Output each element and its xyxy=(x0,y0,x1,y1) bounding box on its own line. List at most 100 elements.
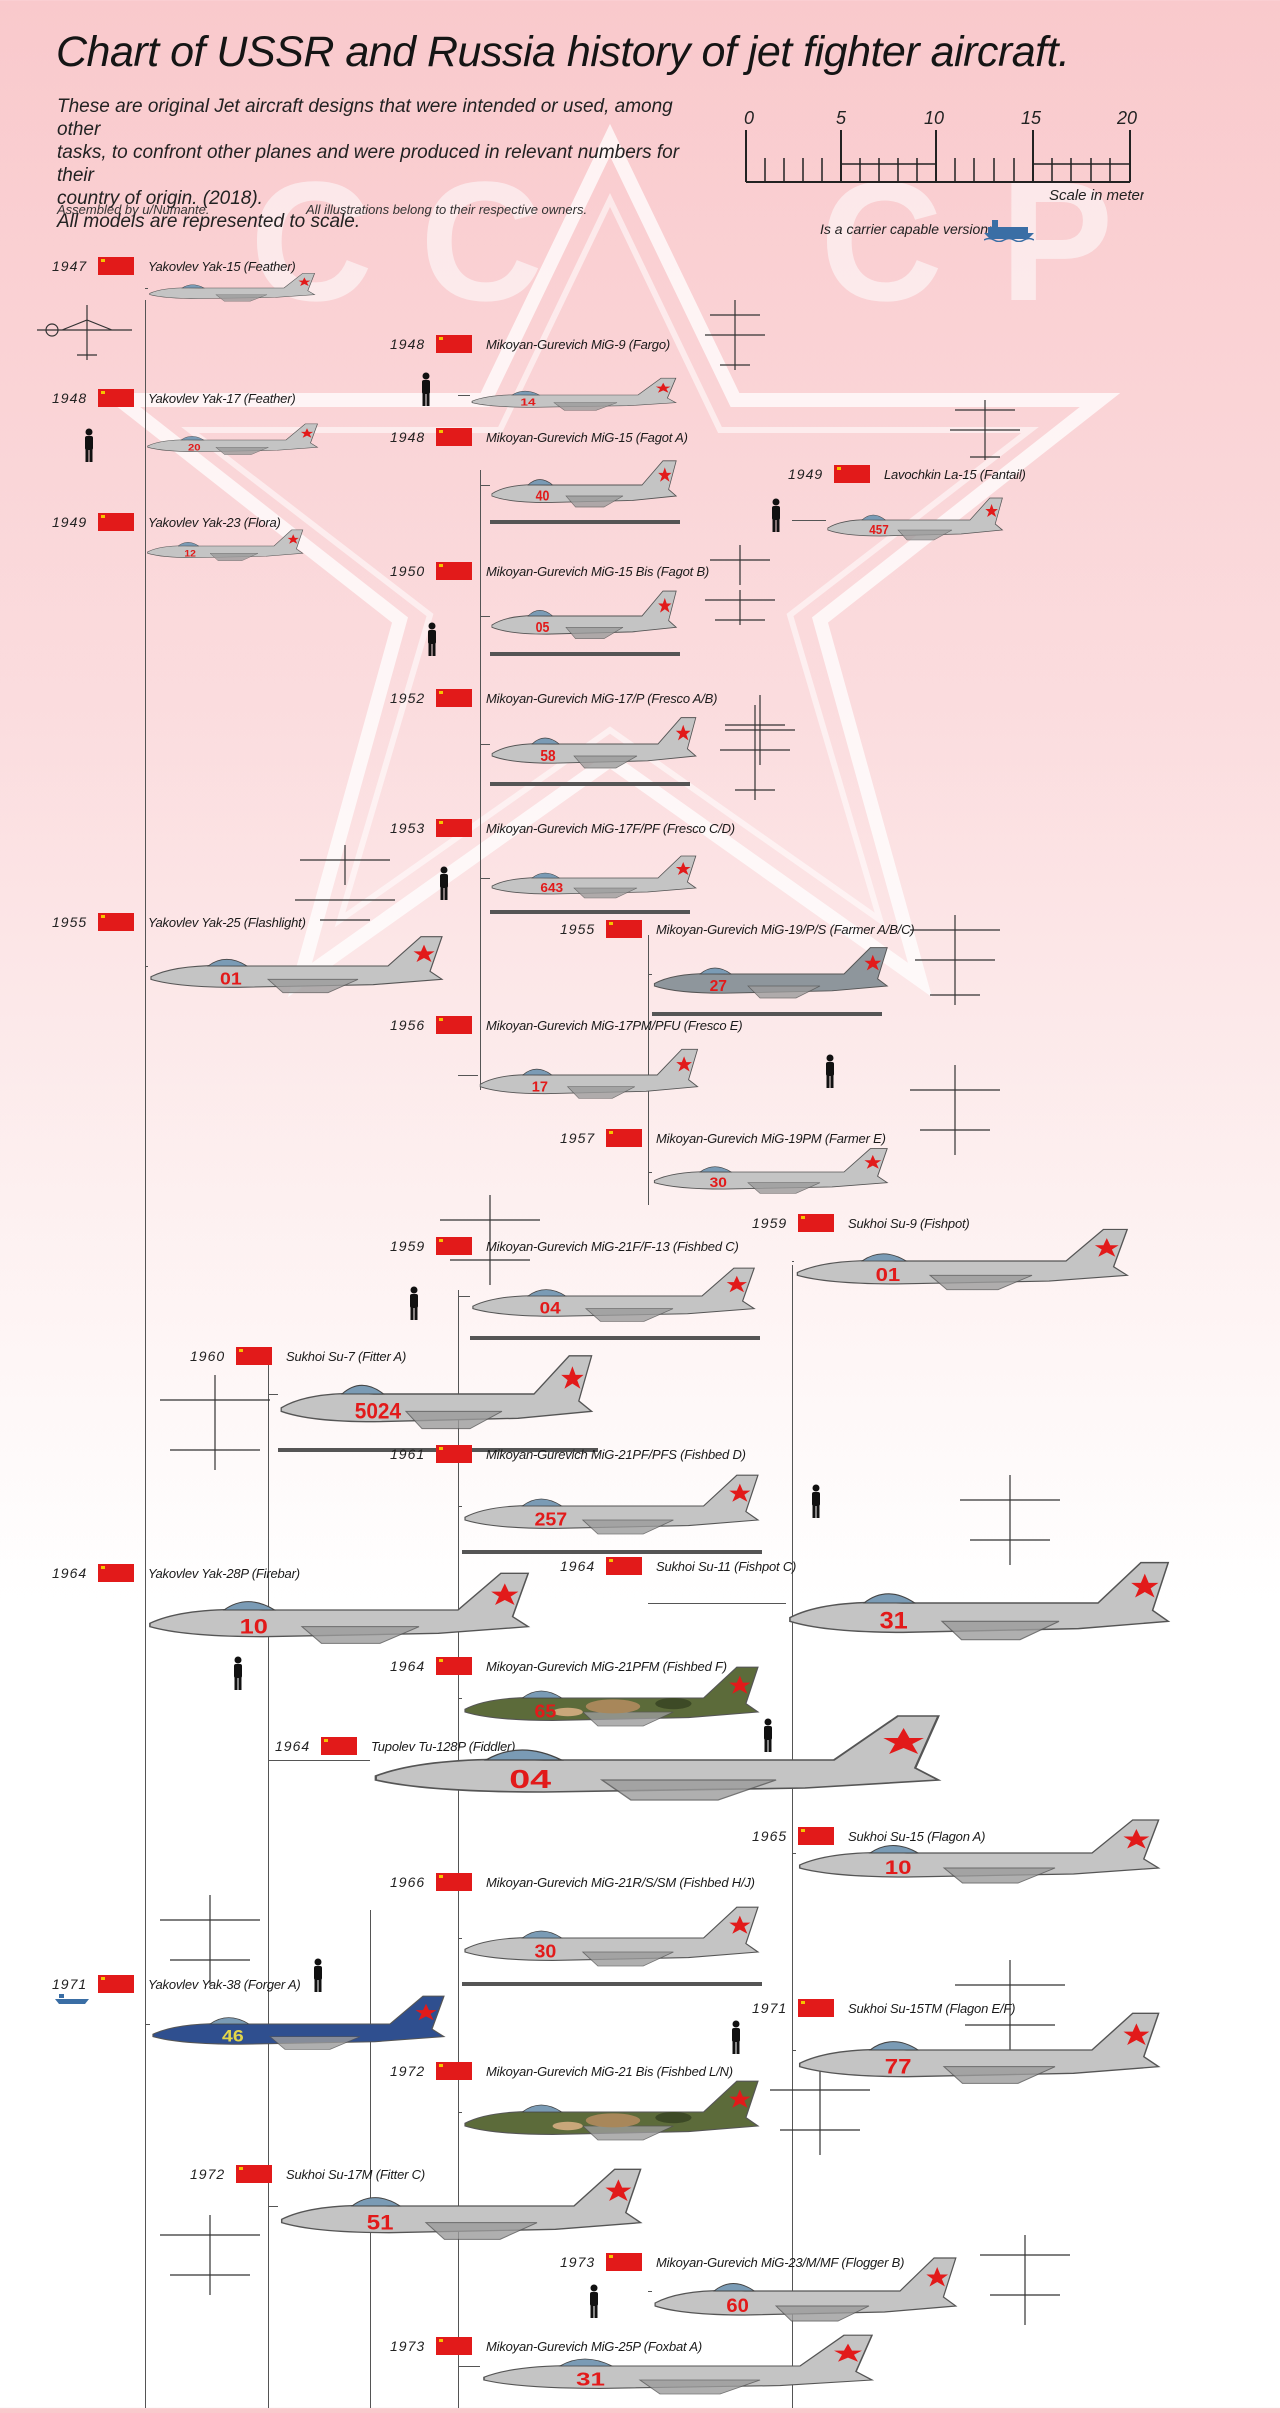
aircraft-illustration: 17 xyxy=(478,1040,702,1115)
pilot-scale-icon xyxy=(314,1958,322,1992)
aircraft-name: Mikoyan-Gurevich MiG-23/M/MF (Flogger B) xyxy=(656,2255,905,2270)
aircraft-illustration: 51 xyxy=(278,2156,648,2261)
aircraft-number: 01 xyxy=(220,969,242,989)
scale-length-bar xyxy=(490,520,680,524)
aircraft-illustration: 27 xyxy=(652,938,892,1015)
aircraft-name: Mikoyan-Gurevich MiG-19PM (Farmer E) xyxy=(656,1131,886,1146)
three-view-drawing xyxy=(770,2065,870,2155)
aircraft-number: 46 xyxy=(222,2027,244,2045)
three-view-drawing xyxy=(160,2215,260,2295)
aircraft-year: 1964 xyxy=(275,1738,311,1754)
three-view-drawing xyxy=(725,695,795,765)
timeline-connector xyxy=(268,2206,278,2207)
ussr-flag-icon xyxy=(798,1827,834,1845)
aircraft-number: 51 xyxy=(367,2209,394,2234)
timeline-connector xyxy=(480,485,490,486)
pilot-scale-icon xyxy=(428,622,436,656)
timeline-connector xyxy=(458,1296,470,1297)
aircraft-illustration: 31 xyxy=(480,2324,880,2413)
aircraft-year: 1964 xyxy=(52,1565,88,1581)
aircraft-number: 30 xyxy=(710,1176,727,1191)
scale-length-bar xyxy=(462,1982,762,1986)
timeline-connector xyxy=(458,1506,462,1507)
timeline-connector xyxy=(458,395,470,396)
aircraft-illustration: 31 xyxy=(786,1548,1176,1663)
aircraft-number: 14 xyxy=(520,397,536,409)
timeline-connector xyxy=(648,1172,652,1173)
aircraft-year: 1953 xyxy=(390,820,426,836)
aircraft-number: 10 xyxy=(885,1856,912,1878)
aircraft-year: 1964 xyxy=(560,1558,596,1574)
timeline-connector xyxy=(648,974,652,975)
ussr-flag-icon xyxy=(798,1999,834,2017)
scale-bar: 0 5 10 15 20 Scale in meters xyxy=(744,108,1144,204)
pilot-scale-icon xyxy=(772,498,780,532)
timeline-connector xyxy=(268,1394,278,1395)
ussr-flag-icon xyxy=(236,2165,272,2183)
ussr-flag-icon xyxy=(436,562,472,580)
aircraft-year: 1961 xyxy=(390,1446,426,1462)
timeline-connector xyxy=(458,1698,462,1699)
timeline-connector xyxy=(458,1938,462,1939)
aircraft-year: 1971 xyxy=(52,1976,88,1992)
aircraft-year: 1957 xyxy=(560,1130,596,1146)
aircraft-year: 1972 xyxy=(190,2166,226,2182)
ussr-flag-icon xyxy=(436,2062,472,2080)
scale-length-bar xyxy=(470,1336,760,1340)
scale-tick-label: 10 xyxy=(924,108,944,128)
pilot-scale-icon xyxy=(764,1718,772,1752)
aircraft-illustration: 40 xyxy=(490,452,680,523)
scale-tick-label: 5 xyxy=(836,108,847,128)
description-line: All models are represented to scale. xyxy=(57,211,361,232)
timeline-line xyxy=(648,935,649,1205)
timeline-connector xyxy=(458,2366,480,2367)
aircraft-name: Mikoyan-Gurevich MiG-9 (Fargo) xyxy=(486,337,670,352)
timeline-connector xyxy=(480,878,490,879)
aircraft-name: Yakovlev Yak-38 (Forger A) xyxy=(148,1977,301,1992)
scale-length-bar xyxy=(490,910,690,914)
three-view-drawing xyxy=(37,305,132,360)
aircraft-illustration: 14 xyxy=(470,372,680,423)
timeline-connector xyxy=(792,2050,796,2051)
ussr-flag-icon xyxy=(606,920,642,938)
aircraft-year: 1950 xyxy=(390,563,426,579)
aircraft-number: 27 xyxy=(710,978,727,995)
three-view-drawing xyxy=(705,300,765,370)
pilot-scale-icon xyxy=(590,2284,598,2318)
aircraft-number: 40 xyxy=(536,488,550,504)
ussr-flag-icon xyxy=(436,819,472,837)
background-letter: P xyxy=(1000,147,1113,337)
carrier-ship-icon xyxy=(984,220,1034,242)
aircraft-illustration xyxy=(148,268,318,313)
aircraft-name: Lavochkin La-15 (Fantail) xyxy=(884,467,1026,482)
timeline-connector xyxy=(145,546,146,547)
aircraft-year: 1964 xyxy=(390,1658,426,1674)
aircraft-illustration: 60 xyxy=(652,2246,962,2341)
timeline-connector xyxy=(792,520,826,521)
timeline-connector xyxy=(792,1853,796,1854)
aircraft-year: 1960 xyxy=(190,1348,226,1364)
three-view-drawing xyxy=(705,545,775,625)
aircraft-name: Yakovlev Yak-23 (Flora) xyxy=(148,515,281,530)
ussr-flag-icon xyxy=(436,1445,472,1463)
timeline-connector xyxy=(145,1610,146,1611)
aircraft-number: 77 xyxy=(885,2053,912,2078)
ussr-flag-icon xyxy=(98,1564,134,1582)
aircraft-number: 5024 xyxy=(355,1397,401,1423)
aircraft-name: Mikoyan-Gurevich MiG-17/P (Fresco A/B) xyxy=(486,691,718,706)
scale-tick-label: 15 xyxy=(1021,108,1042,128)
aircraft-name: Mikoyan-Gurevich MiG-15 Bis (Fagot B) xyxy=(486,564,710,579)
aircraft-year: 1956 xyxy=(390,1017,426,1033)
aircraft-number: 01 xyxy=(876,1265,901,1286)
ussr-flag-icon xyxy=(98,389,134,407)
aircraft-year: 1949 xyxy=(52,514,88,530)
aircraft-year: 1959 xyxy=(390,1238,426,1254)
scale-tick-label: 20 xyxy=(1116,108,1137,128)
aircraft-number: 04 xyxy=(540,1299,561,1318)
carrier-ship-icon xyxy=(55,1994,89,2004)
ussr-flag-icon xyxy=(436,428,472,446)
aircraft-illustration: 12 xyxy=(146,524,306,573)
aircraft-number: 31 xyxy=(576,2369,605,2389)
aircraft-number: 65 xyxy=(534,1702,556,1722)
aircraft-illustration: 20 xyxy=(146,418,321,467)
